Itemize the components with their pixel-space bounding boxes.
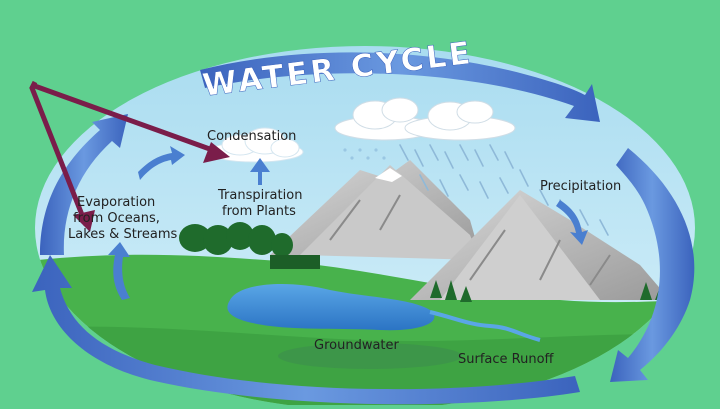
label-groundwater: Groundwater	[314, 338, 400, 353]
label-condensation: Condensation	[207, 129, 296, 144]
label-transpiration-line2: from Plants	[222, 204, 296, 219]
label-precipitation: Precipitation	[540, 179, 621, 194]
label-transpiration-line1: Transpiration	[217, 188, 302, 203]
label-evaporation-line2: from Oceans,	[73, 211, 160, 226]
label-surface-runoff: Surface Runoff	[458, 352, 555, 367]
label-evaporation-line1: Evaporation	[77, 195, 155, 210]
label-evaporation-line3: Lakes & Streams	[68, 227, 177, 242]
